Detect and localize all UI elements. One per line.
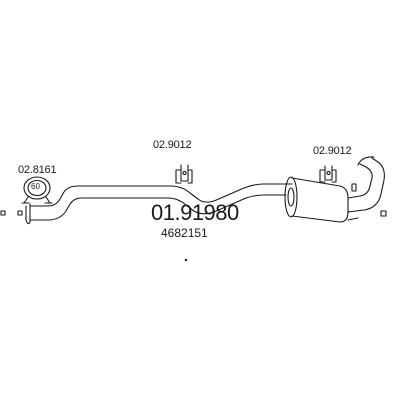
pipe-flange-icon [0,203,41,225]
marker-dot [184,258,188,262]
hanger-icon [351,183,387,217]
oe-number-label: 4682151 [161,226,208,240]
clamp-code-label: 02.8161 [18,164,57,176]
clamp-size-label: 60 [31,182,40,191]
exhaust-pipe-icon [39,183,293,221]
hanger-center-code-label: 02.9012 [153,139,192,151]
main-part-code: 01.91980 [151,200,239,225]
hanger-icon [319,165,337,183]
clamp-ring-icon [21,176,53,204]
tail-pipe-icon [347,156,385,221]
hanger-right-code-label: 02.9012 [313,145,352,157]
hanger-icon [175,164,193,184]
silencer-icon [284,176,349,223]
